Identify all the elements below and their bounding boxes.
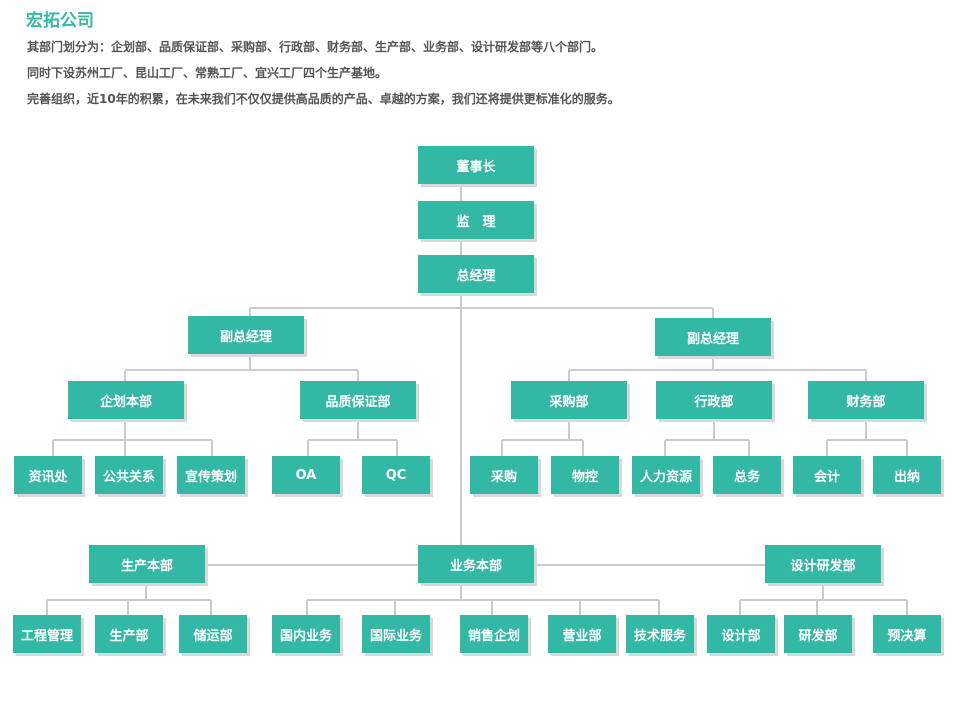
intro-line-3: 完善组织，近10年的积累，在未来我们不仅仅提供高品质的产品、卓越的方案，我们还将… bbox=[27, 92, 620, 106]
node-domestic-business: 国内业务 bbox=[272, 615, 340, 653]
node-chairman: 董事长 bbox=[418, 146, 534, 184]
node-admin-dept: 行政部 bbox=[656, 381, 772, 419]
node-human-resources: 人力资源 bbox=[632, 456, 700, 494]
node-qc: QC bbox=[362, 456, 430, 494]
node-info-office: 资讯处 bbox=[14, 456, 82, 494]
node-vice-gm-right: 副总经理 bbox=[655, 318, 771, 356]
node-purchase: 采购 bbox=[470, 456, 538, 494]
node-vice-gm-left: 副总经理 bbox=[188, 316, 304, 354]
node-sales-dept: 营业部 bbox=[548, 615, 616, 653]
node-general-manager: 总经理 bbox=[418, 255, 534, 293]
node-technical-service: 技术服务 bbox=[626, 615, 694, 653]
node-general-affairs: 总务 bbox=[713, 456, 781, 494]
node-planning-dept: 企划本部 bbox=[68, 381, 184, 419]
node-storage-transport: 储运部 bbox=[179, 615, 247, 653]
node-design-dept: 设计部 bbox=[707, 615, 775, 653]
intro-line-2: 同时下设苏州工厂、昆山工厂、常熟工厂、宜兴工厂四个生产基地。 bbox=[27, 66, 388, 80]
node-material-control: 物控 bbox=[551, 456, 619, 494]
node-budget-accounts: 预决算 bbox=[873, 615, 941, 653]
node-engineering-mgmt: 工程管理 bbox=[13, 615, 81, 653]
node-rd-dept: 研发部 bbox=[784, 615, 852, 653]
node-oa: OA bbox=[272, 456, 340, 494]
node-business-hq: 业务本部 bbox=[418, 545, 534, 583]
node-finance-dept: 财务部 bbox=[808, 381, 924, 419]
node-quality-dept: 品质保证部 bbox=[300, 381, 416, 419]
node-design-rd-dept: 设计研发部 bbox=[765, 545, 881, 583]
node-public-relations: 公共关系 bbox=[95, 456, 163, 494]
company-title: 宏拓公司 bbox=[26, 11, 94, 31]
node-supervisor: 监 理 bbox=[418, 201, 534, 239]
node-production-dept: 生产部 bbox=[95, 615, 163, 653]
node-cashier: 出纳 bbox=[873, 456, 941, 494]
node-accounting: 会计 bbox=[793, 456, 861, 494]
node-purchasing-dept: 采购部 bbox=[511, 381, 627, 419]
node-publicity-planning: 宣传策划 bbox=[177, 456, 245, 494]
node-international-business: 国际业务 bbox=[362, 615, 430, 653]
intro-line-1: 其部门划分为：企划部、品质保证部、采购部、行政部、财务部、生产部、业务部、设计研… bbox=[27, 40, 604, 54]
node-sales-planning: 销售企划 bbox=[460, 615, 528, 653]
node-production-hq: 生产本部 bbox=[89, 545, 205, 583]
